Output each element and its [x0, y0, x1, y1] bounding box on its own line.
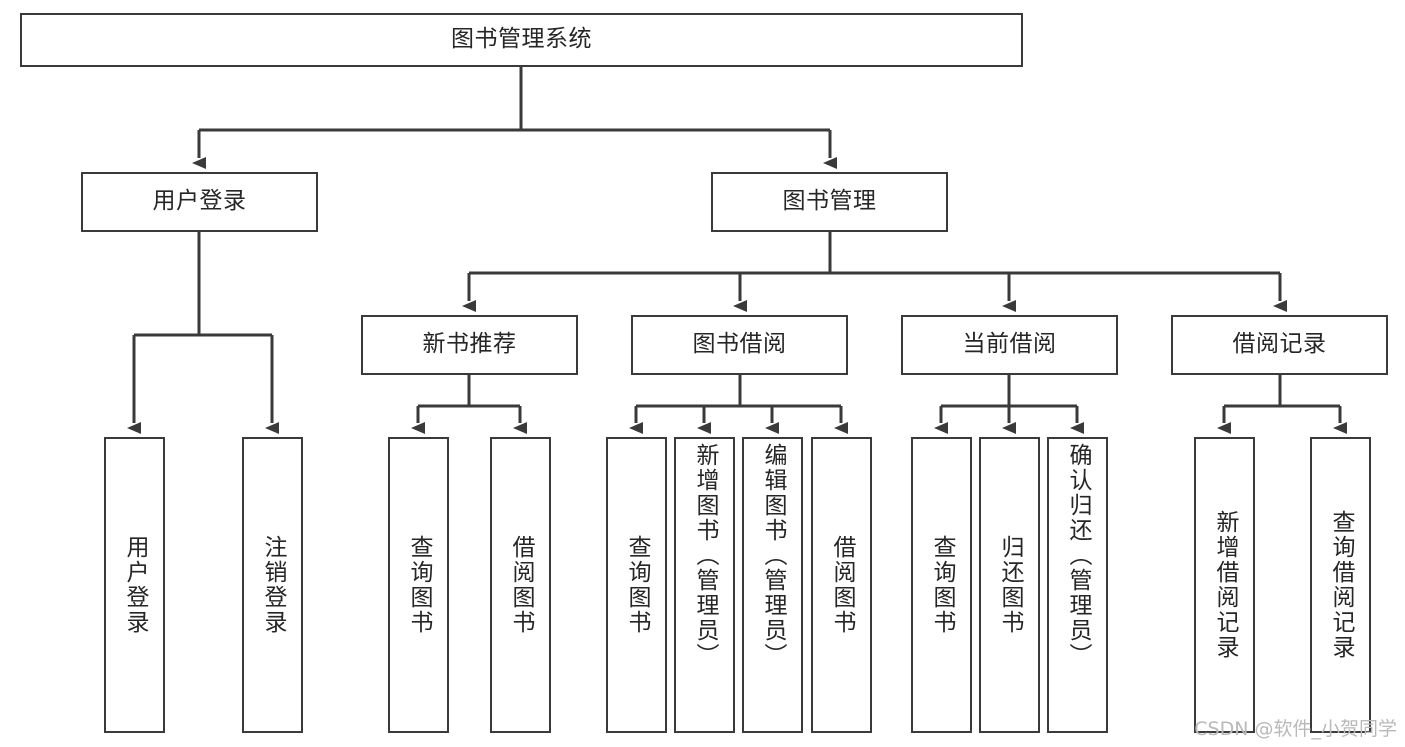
node-leaf-return-book-label: 归还图书 [997, 535, 1023, 635]
node-leaf-borrow-book-1-label: 借阅图书 [508, 535, 534, 635]
node-user-login-label: 用户登录 [152, 188, 247, 215]
node-leaf-add-book[interactable]: 新增图书（管理员） [674, 437, 735, 733]
node-leaf-edit-book-label: 编辑图书（管理员） [760, 443, 786, 668]
node-current-borrow[interactable]: 当前借阅 [901, 315, 1118, 375]
node-leaf-logout-login-label: 注销登录 [260, 535, 286, 635]
node-leaf-query-record[interactable]: 查询借阅记录 [1310, 437, 1371, 733]
node-leaf-user-login[interactable]: 用户登录 [104, 437, 165, 733]
node-leaf-confirm-return-label: 确认归还（管理员） [1065, 443, 1091, 668]
node-leaf-query-book-1[interactable]: 查询图书 [388, 437, 449, 733]
node-leaf-borrow-book-1[interactable]: 借阅图书 [490, 437, 551, 733]
node-leaf-return-book[interactable]: 归还图书 [979, 437, 1040, 733]
node-book-borrow-label: 图书借阅 [692, 331, 787, 358]
node-book-management-label: 图书管理 [782, 188, 877, 215]
node-new-book-recommend[interactable]: 新书推荐 [361, 315, 578, 375]
node-borrow-record[interactable]: 借阅记录 [1171, 315, 1388, 375]
node-book-management[interactable]: 图书管理 [711, 172, 948, 232]
node-leaf-query-book-3-label: 查询图书 [929, 535, 955, 635]
watermark: CSDN @软件_小贺同学 [1194, 718, 1397, 740]
node-leaf-query-book-2[interactable]: 查询图书 [606, 437, 667, 733]
node-leaf-add-record[interactable]: 新增借阅记录 [1194, 437, 1255, 733]
node-current-borrow-label: 当前借阅 [962, 331, 1057, 358]
node-leaf-confirm-return[interactable]: 确认归还（管理员） [1047, 437, 1108, 733]
node-new-book-recommend-label: 新书推荐 [422, 331, 517, 358]
node-leaf-query-book-1-label: 查询图书 [406, 535, 432, 635]
node-leaf-borrow-book-2[interactable]: 借阅图书 [811, 437, 872, 733]
node-book-borrow[interactable]: 图书借阅 [631, 315, 848, 375]
node-leaf-add-book-label: 新增图书（管理员） [692, 443, 718, 668]
node-leaf-borrow-book-2-label: 借阅图书 [829, 535, 855, 635]
node-leaf-edit-book[interactable]: 编辑图书（管理员） [742, 437, 803, 733]
node-root[interactable]: 图书管理系统 [20, 13, 1023, 67]
node-leaf-query-book-3[interactable]: 查询图书 [911, 437, 972, 733]
node-user-login[interactable]: 用户登录 [81, 172, 318, 232]
node-borrow-record-label: 借阅记录 [1232, 331, 1327, 358]
node-leaf-add-record-label: 新增借阅记录 [1212, 510, 1238, 660]
node-leaf-query-record-label: 查询借阅记录 [1328, 510, 1354, 660]
node-leaf-user-login-label: 用户登录 [122, 535, 148, 635]
node-leaf-logout-login[interactable]: 注销登录 [242, 437, 303, 733]
node-root-label: 图书管理系统 [451, 26, 592, 53]
node-leaf-query-book-2-label: 查询图书 [624, 535, 650, 635]
